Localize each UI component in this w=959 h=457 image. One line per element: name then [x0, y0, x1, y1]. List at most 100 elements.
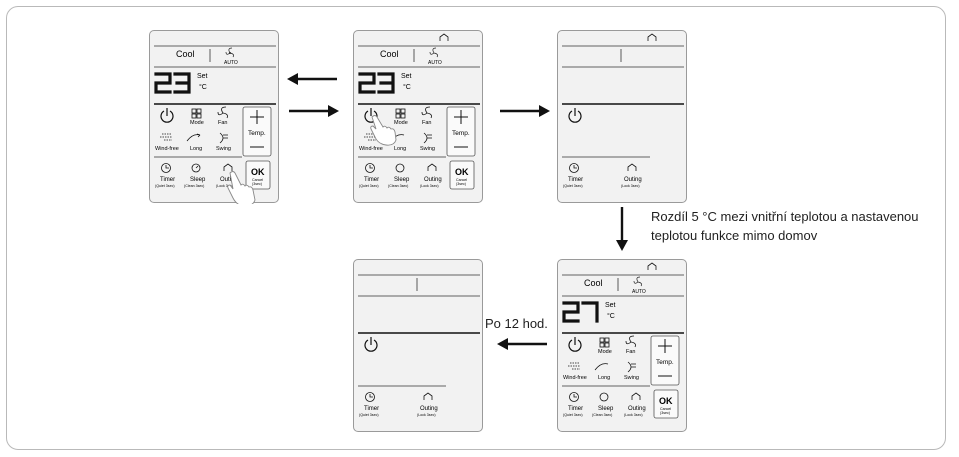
- condition-caption-line2: teplotou funkce mimo domov: [651, 228, 818, 243]
- timer-icon[interactable]: [365, 392, 375, 402]
- long-label: Long: [190, 146, 202, 152]
- hand-pointer-icon: [370, 115, 397, 146]
- remote-display: Cool AUTO Set °C Mode Fan Temp. Wind-fre…: [358, 33, 480, 190]
- temp-rocker[interactable]: [650, 335, 680, 386]
- mode-label: Cool: [176, 49, 195, 59]
- set-label: Set: [605, 302, 616, 309]
- windfree-icon[interactable]: [568, 362, 580, 370]
- power-icon[interactable]: [364, 108, 378, 123]
- mode-icon[interactable]: [395, 108, 406, 119]
- remote-full-adjusted: Cool AUTO Set °C Mode Fan Temp. Wind-fre…: [557, 259, 687, 432]
- outing-sub-label: (Lock 3sec): [417, 413, 436, 417]
- power-icon[interactable]: [568, 108, 582, 123]
- remote-display: Timer (Quiet 3sec) Outing (Lock 3sec): [562, 33, 684, 188]
- sleep-icon[interactable]: [599, 392, 609, 402]
- ok-sub-label-2: (3sec): [456, 182, 466, 186]
- temp-rocker[interactable]: [446, 106, 476, 157]
- long-icon[interactable]: [594, 363, 609, 371]
- ok-button[interactable]: [653, 389, 679, 419]
- fan-button-label: Fan: [626, 349, 635, 355]
- ok-label: OK: [659, 396, 673, 406]
- timer-sub-label: (Quiet 3sec): [563, 413, 583, 417]
- fan-button-label: Fan: [422, 120, 431, 126]
- timer-icon[interactable]: [569, 392, 579, 402]
- long-icon[interactable]: [186, 133, 201, 142]
- timer-icon[interactable]: [161, 163, 171, 173]
- sleep-icon[interactable]: [191, 163, 201, 173]
- remote-full-outing: Cool AUTO Set °C Mode Fan Temp. Wind-fre…: [353, 30, 483, 203]
- mode-button-label: Mode: [190, 120, 204, 126]
- unit-label: °C: [199, 83, 207, 91]
- long-label: Long: [394, 146, 406, 152]
- unit-label: °C: [607, 312, 615, 320]
- mode-button-label: Mode: [598, 349, 612, 355]
- sleep-sub-label: (Clean 3sec): [184, 184, 204, 188]
- outing-icon[interactable]: [423, 392, 433, 400]
- temp-rocker[interactable]: [242, 106, 272, 157]
- outing-sub-label: (Lock 3sec): [621, 184, 640, 188]
- remote-display: Timer (Quiet 3sec) Outing (Lock 3sec): [358, 274, 480, 417]
- ok-label: OK: [455, 167, 469, 177]
- fan-icon[interactable]: [217, 106, 228, 119]
- windfree-label: Wind-free: [359, 146, 383, 152]
- remote-display: Cool AUTO Set °C Mode Fan Temp. Wind-fre…: [154, 45, 276, 204]
- arrow-icon: [289, 105, 339, 117]
- timer-label: Timer: [364, 406, 379, 412]
- temp-digits: [154, 72, 191, 94]
- fan-small-icon: [225, 47, 234, 58]
- windfree-label: Wind-free: [563, 375, 587, 381]
- set-label: Set: [401, 73, 412, 80]
- temp-label: Temp.: [248, 130, 266, 137]
- outing-label: Outing: [420, 406, 438, 412]
- outing-icon[interactable]: [631, 392, 641, 400]
- outing-indicator-icon: [647, 262, 657, 270]
- outing-label: Outing: [424, 177, 442, 183]
- ok-button[interactable]: [449, 160, 475, 190]
- fan-icon[interactable]: [421, 106, 432, 119]
- outing-indicator-icon: [439, 33, 449, 41]
- outing-label: Outing: [220, 177, 238, 183]
- remote-display: Cool AUTO Set °C Mode Fan Temp. Wind-fre…: [562, 262, 684, 419]
- timer-icon[interactable]: [569, 163, 579, 173]
- ok-button[interactable]: [245, 160, 271, 190]
- sleep-label: Sleep: [190, 177, 206, 183]
- timer-label: Timer: [364, 177, 379, 183]
- outing-sub-label: (Lock 3sec): [624, 413, 643, 417]
- outing-icon[interactable]: [627, 163, 637, 171]
- mode-icon[interactable]: [599, 337, 610, 348]
- outing-label: Outing: [624, 177, 642, 183]
- power-icon[interactable]: [568, 337, 582, 352]
- fan-icon[interactable]: [625, 335, 636, 348]
- outing-label: Outing: [628, 406, 646, 412]
- temp-label: Temp.: [452, 130, 470, 137]
- swing-icon[interactable]: [627, 361, 636, 373]
- mode-icon[interactable]: [191, 108, 202, 119]
- sleep-sub-label: (Clean 3sec): [592, 413, 612, 417]
- sleep-sub-label: (Clean 3sec): [388, 184, 408, 188]
- unit-label: °C: [403, 83, 411, 91]
- timer-icon[interactable]: [365, 163, 375, 173]
- sleep-label: Sleep: [394, 177, 410, 183]
- power-icon[interactable]: [364, 337, 378, 352]
- sleep-icon[interactable]: [395, 163, 405, 173]
- ok-sub-label-1: Cancel: [456, 178, 467, 182]
- long-label: Long: [598, 375, 610, 381]
- fan-auto-label: AUTO: [224, 60, 238, 66]
- outing-sub-label: (Lock 3sec): [420, 184, 439, 188]
- windfree-icon[interactable]: [160, 133, 172, 141]
- outing-icon[interactable]: [427, 163, 437, 171]
- outing-icon[interactable]: [223, 163, 233, 171]
- arrow-icon: [497, 338, 547, 350]
- figure-frame: [6, 6, 946, 450]
- set-label: Set: [197, 73, 208, 80]
- after-time-caption: Po 12 hod.: [485, 316, 548, 331]
- swing-icon[interactable]: [219, 132, 228, 144]
- ok-sub-label-2: (3sec): [660, 411, 670, 415]
- timer-sub-label: (Quiet 3sec): [563, 184, 583, 188]
- arrow-icon: [287, 73, 337, 85]
- mode-button-label: Mode: [394, 120, 408, 126]
- ok-sub-label-2: (3sec): [252, 182, 262, 186]
- power-icon[interactable]: [160, 108, 174, 123]
- remote-minimal-outing: Timer (Quiet 3sec) Outing (Lock 3sec): [557, 30, 687, 203]
- swing-icon[interactable]: [423, 132, 432, 144]
